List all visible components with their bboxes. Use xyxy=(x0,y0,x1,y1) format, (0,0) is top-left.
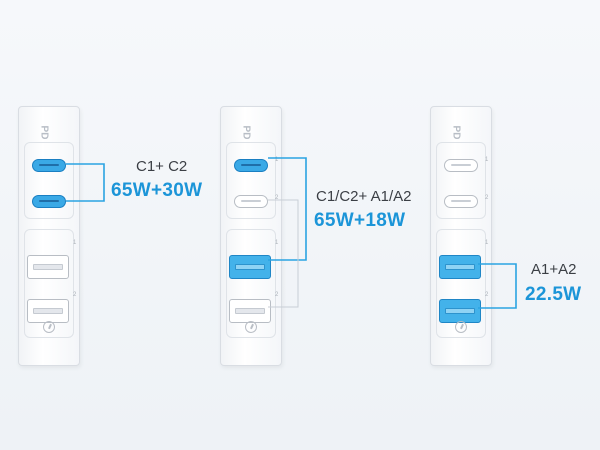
port-number: 1 xyxy=(485,240,489,246)
usb-a2-port xyxy=(27,299,69,323)
usb-a1-port xyxy=(439,255,481,279)
usb-a-frame xyxy=(24,229,74,338)
usb-a2-port xyxy=(439,299,481,323)
power-label-2: 65W+18W xyxy=(314,210,406,231)
ports-label-2: C1/C2+ A1/A2 xyxy=(316,188,412,205)
port-number: 1 xyxy=(73,240,77,246)
charger-a1a2: PD 1 2 1 2 xyxy=(430,106,492,366)
port-number: 2 xyxy=(485,292,489,298)
usb-a2-port xyxy=(229,299,271,323)
pd-logo-icon: PD xyxy=(450,125,462,140)
port-number: 1 xyxy=(485,157,489,163)
usb-c2-port xyxy=(444,195,478,208)
charger-c1c2: PD 1 2 xyxy=(18,106,80,366)
quick-charge-icon xyxy=(245,321,257,333)
pd-logo-icon: PD xyxy=(240,125,252,140)
usb-c1-port xyxy=(234,159,268,172)
usb-c2-port xyxy=(234,195,268,208)
usb-c-frame xyxy=(436,142,486,219)
port-number: 1 xyxy=(275,240,279,246)
port-number: 1 xyxy=(275,157,279,163)
power-label-3: 22.5W xyxy=(525,284,582,305)
usb-c1-port xyxy=(32,159,66,172)
ports-label-1: C1+ C2 xyxy=(136,158,188,175)
quick-charge-icon xyxy=(43,321,55,333)
quick-charge-icon xyxy=(455,321,467,333)
port-number: 2 xyxy=(73,292,77,298)
charger-mixed: PD 1 2 1 2 xyxy=(220,106,282,366)
usb-a1-port xyxy=(27,255,69,279)
usb-a1-port xyxy=(229,255,271,279)
ports-label-3: A1+A2 xyxy=(531,261,577,278)
usb-c1-port xyxy=(444,159,478,172)
usb-c2-port xyxy=(32,195,66,208)
port-number: 2 xyxy=(275,195,279,201)
pd-logo-icon: PD xyxy=(38,125,50,140)
power-label-1: 65W+30W xyxy=(111,180,203,201)
port-number: 2 xyxy=(485,195,489,201)
port-number: 2 xyxy=(275,292,279,298)
